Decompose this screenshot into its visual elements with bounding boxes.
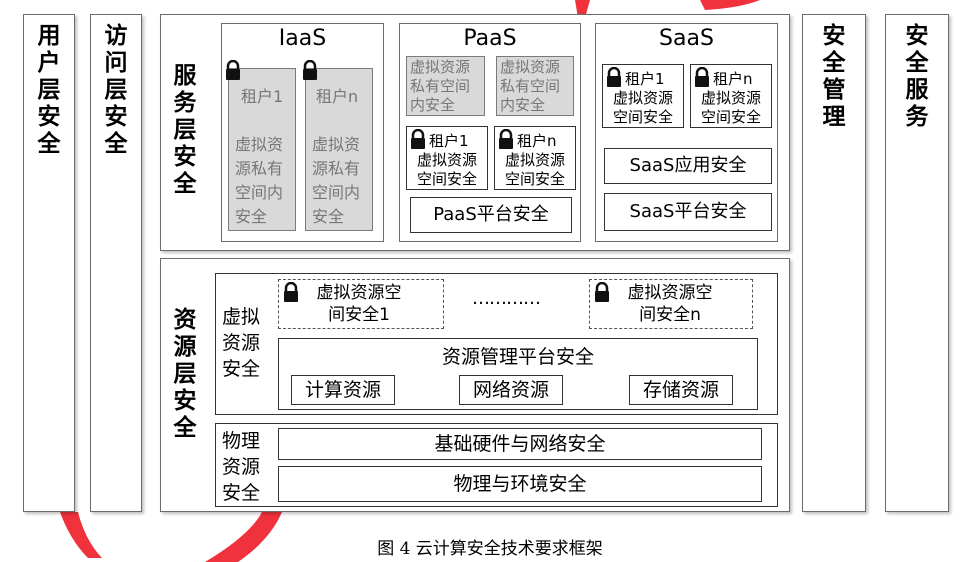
user-layer-column: 用户层安全 (23, 14, 75, 512)
paas-platform-text: PaaS平台安全 (433, 204, 549, 225)
lock-icon (303, 60, 317, 80)
virtual-space-1: 虚拟资源空间安全1 (278, 279, 444, 329)
saas-title: SaaS (659, 26, 714, 51)
access-layer-label: 访问层安全 (91, 15, 141, 158)
lock-icon (226, 60, 240, 80)
paas-tenant1-desc: 虚拟资源空间安全 (416, 151, 477, 188)
resource-mgmt-title: 资源管理平台安全 (441, 346, 594, 368)
virtual-space-n: 虚拟资源空间安全n (589, 279, 753, 329)
resource-layer-label: 资源层安全 (171, 307, 199, 442)
lock-icon (284, 282, 298, 302)
lock-icon (695, 67, 709, 87)
access-layer-text: 访问层安全 (104, 23, 128, 157)
virtual-space-n-text: 虚拟资源空间安全n (627, 283, 713, 325)
iaas-tenantn-label: 租户n (316, 87, 359, 106)
lock-icon (607, 67, 621, 87)
lock-icon (499, 129, 513, 149)
paas-tenant1-label: 租户1 (429, 132, 469, 150)
iaas-tenantn-desc: 虚拟资源私有空间内安全 (312, 135, 361, 226)
user-layer-text: 用户层安全 (37, 23, 61, 157)
saas-platform-security: SaaS平台安全 (604, 193, 772, 231)
resource-layer-text: 资源层安全 (173, 307, 197, 441)
physical-resource-panel: 物理资源安全 基础硬件与网络安全 物理与环境安全 (215, 423, 778, 507)
virtual-space-1-text: 虚拟资源空间安全1 (316, 283, 402, 325)
storage-resource-box: 存储资源 (629, 375, 733, 405)
security-services-column: 安全服务 (885, 14, 949, 512)
paas-box: PaaS 虚拟资源私有空间内安全 虚拟资源私有空间内安全 租户1 虚拟资源空间安… (399, 23, 581, 242)
paas-tenantn-card: 租户n 虚拟资源空间安全 (494, 126, 576, 190)
saas-app-security: SaaS应用安全 (604, 148, 772, 184)
paas-tenantn-label: 租户n (517, 132, 557, 150)
user-layer-label: 用户层安全 (24, 15, 74, 158)
access-layer-column: 访问层安全 (90, 14, 142, 512)
paas-tenant1-card: 租户1 虚拟资源空间安全 (406, 126, 488, 190)
hardware-network-text: 基础硬件与网络安全 (434, 433, 606, 455)
saas-platform-text: SaaS平台安全 (629, 201, 747, 222)
saas-app-text: SaaS应用安全 (629, 155, 747, 176)
paas-private-space-1: 虚拟资源私有空间内安全 (406, 56, 485, 116)
lock-icon (595, 282, 609, 302)
storage-resource-text: 存储资源 (642, 379, 719, 401)
saas-tenantn-card: 租户n 虚拟资源空间安全 (690, 64, 772, 128)
paas-private-space-2: 虚拟资源私有空间内安全 (496, 56, 574, 116)
paas-tenantn-desc: 虚拟资源空间安全 (504, 151, 565, 188)
iaas-tenant1-label: 租户1 (241, 87, 284, 106)
paas-private-space-2-text: 虚拟资源私有空间内安全 (500, 58, 561, 114)
resource-layer-panel: 资源层安全 虚拟资源安全 虚拟资源空间安全1 ………… 虚拟资源空间安全n 资源… (160, 258, 790, 512)
compute-resource-box: 计算资源 (291, 375, 395, 405)
service-layer-text: 服务层安全 (173, 63, 197, 197)
saas-tenantn-label: 租户n (713, 70, 753, 88)
hardware-network-security: 基础硬件与网络安全 (278, 428, 762, 460)
network-resource-box: 网络资源 (459, 375, 563, 405)
resource-mgmt-platform: 资源管理平台安全 计算资源 网络资源 存储资源 (278, 338, 758, 410)
lock-icon (411, 129, 425, 149)
saas-tenant1-card: 租户1 虚拟资源空间安全 (602, 64, 684, 128)
security-management-label: 安全管理 (803, 15, 865, 131)
iaas-box: IaaS 租户1 虚拟资源私有空间内安全 租户n 虚拟资源私有空间内安全 (221, 23, 384, 242)
virtual-resource-panel: 虚拟资源安全 虚拟资源空间安全1 ………… 虚拟资源空间安全n 资源管理平台安全… (215, 273, 778, 415)
paas-private-space-1-text: 虚拟资源私有空间内安全 (410, 58, 471, 114)
physical-env-security: 物理与环境安全 (278, 466, 762, 502)
paas-title: PaaS (463, 26, 517, 51)
saas-tenant1-desc: 虚拟资源空间安全 (612, 89, 673, 126)
physical-env-text: 物理与环境安全 (453, 473, 587, 495)
network-resource-text: 网络资源 (472, 379, 549, 401)
iaas-tenant1-desc: 虚拟资源私有空间内安全 (235, 135, 284, 226)
ellipsis-dots: ………… (472, 288, 541, 309)
service-layer-label: 服务层安全 (171, 63, 199, 198)
iaas-title: IaaS (278, 26, 327, 51)
security-services-text: 安全服务 (905, 23, 929, 130)
saas-box: SaaS 租户1 虚拟资源空间安全 租户n 虚拟资源空间安全 SaaS应用安全 … (595, 23, 778, 242)
security-services-label: 安全服务 (886, 15, 948, 131)
iaas-tenant1-card: 租户1 虚拟资源私有空间内安全 (226, 60, 296, 231)
iaas-tenantn-card: 租户n 虚拟资源私有空间内安全 (303, 60, 373, 231)
paas-platform-security: PaaS平台安全 (410, 197, 572, 233)
service-layer-panel: 服务层安全 IaaS 租户1 虚拟资源私有空间内安全 租户n 虚拟资源私有空间内… (160, 14, 790, 251)
saas-tenant1-label: 租户1 (625, 70, 665, 88)
security-management-column: 安全管理 (802, 14, 866, 512)
physical-resource-label: 物理资源安全 (222, 430, 261, 504)
figure-caption: 图 4 云计算安全技术要求框架 (377, 539, 603, 559)
compute-resource-text: 计算资源 (304, 379, 381, 401)
security-management-text: 安全管理 (822, 23, 846, 130)
virtual-resource-label: 虚拟资源安全 (222, 306, 261, 380)
saas-tenantn-desc: 虚拟资源空间安全 (700, 89, 761, 126)
